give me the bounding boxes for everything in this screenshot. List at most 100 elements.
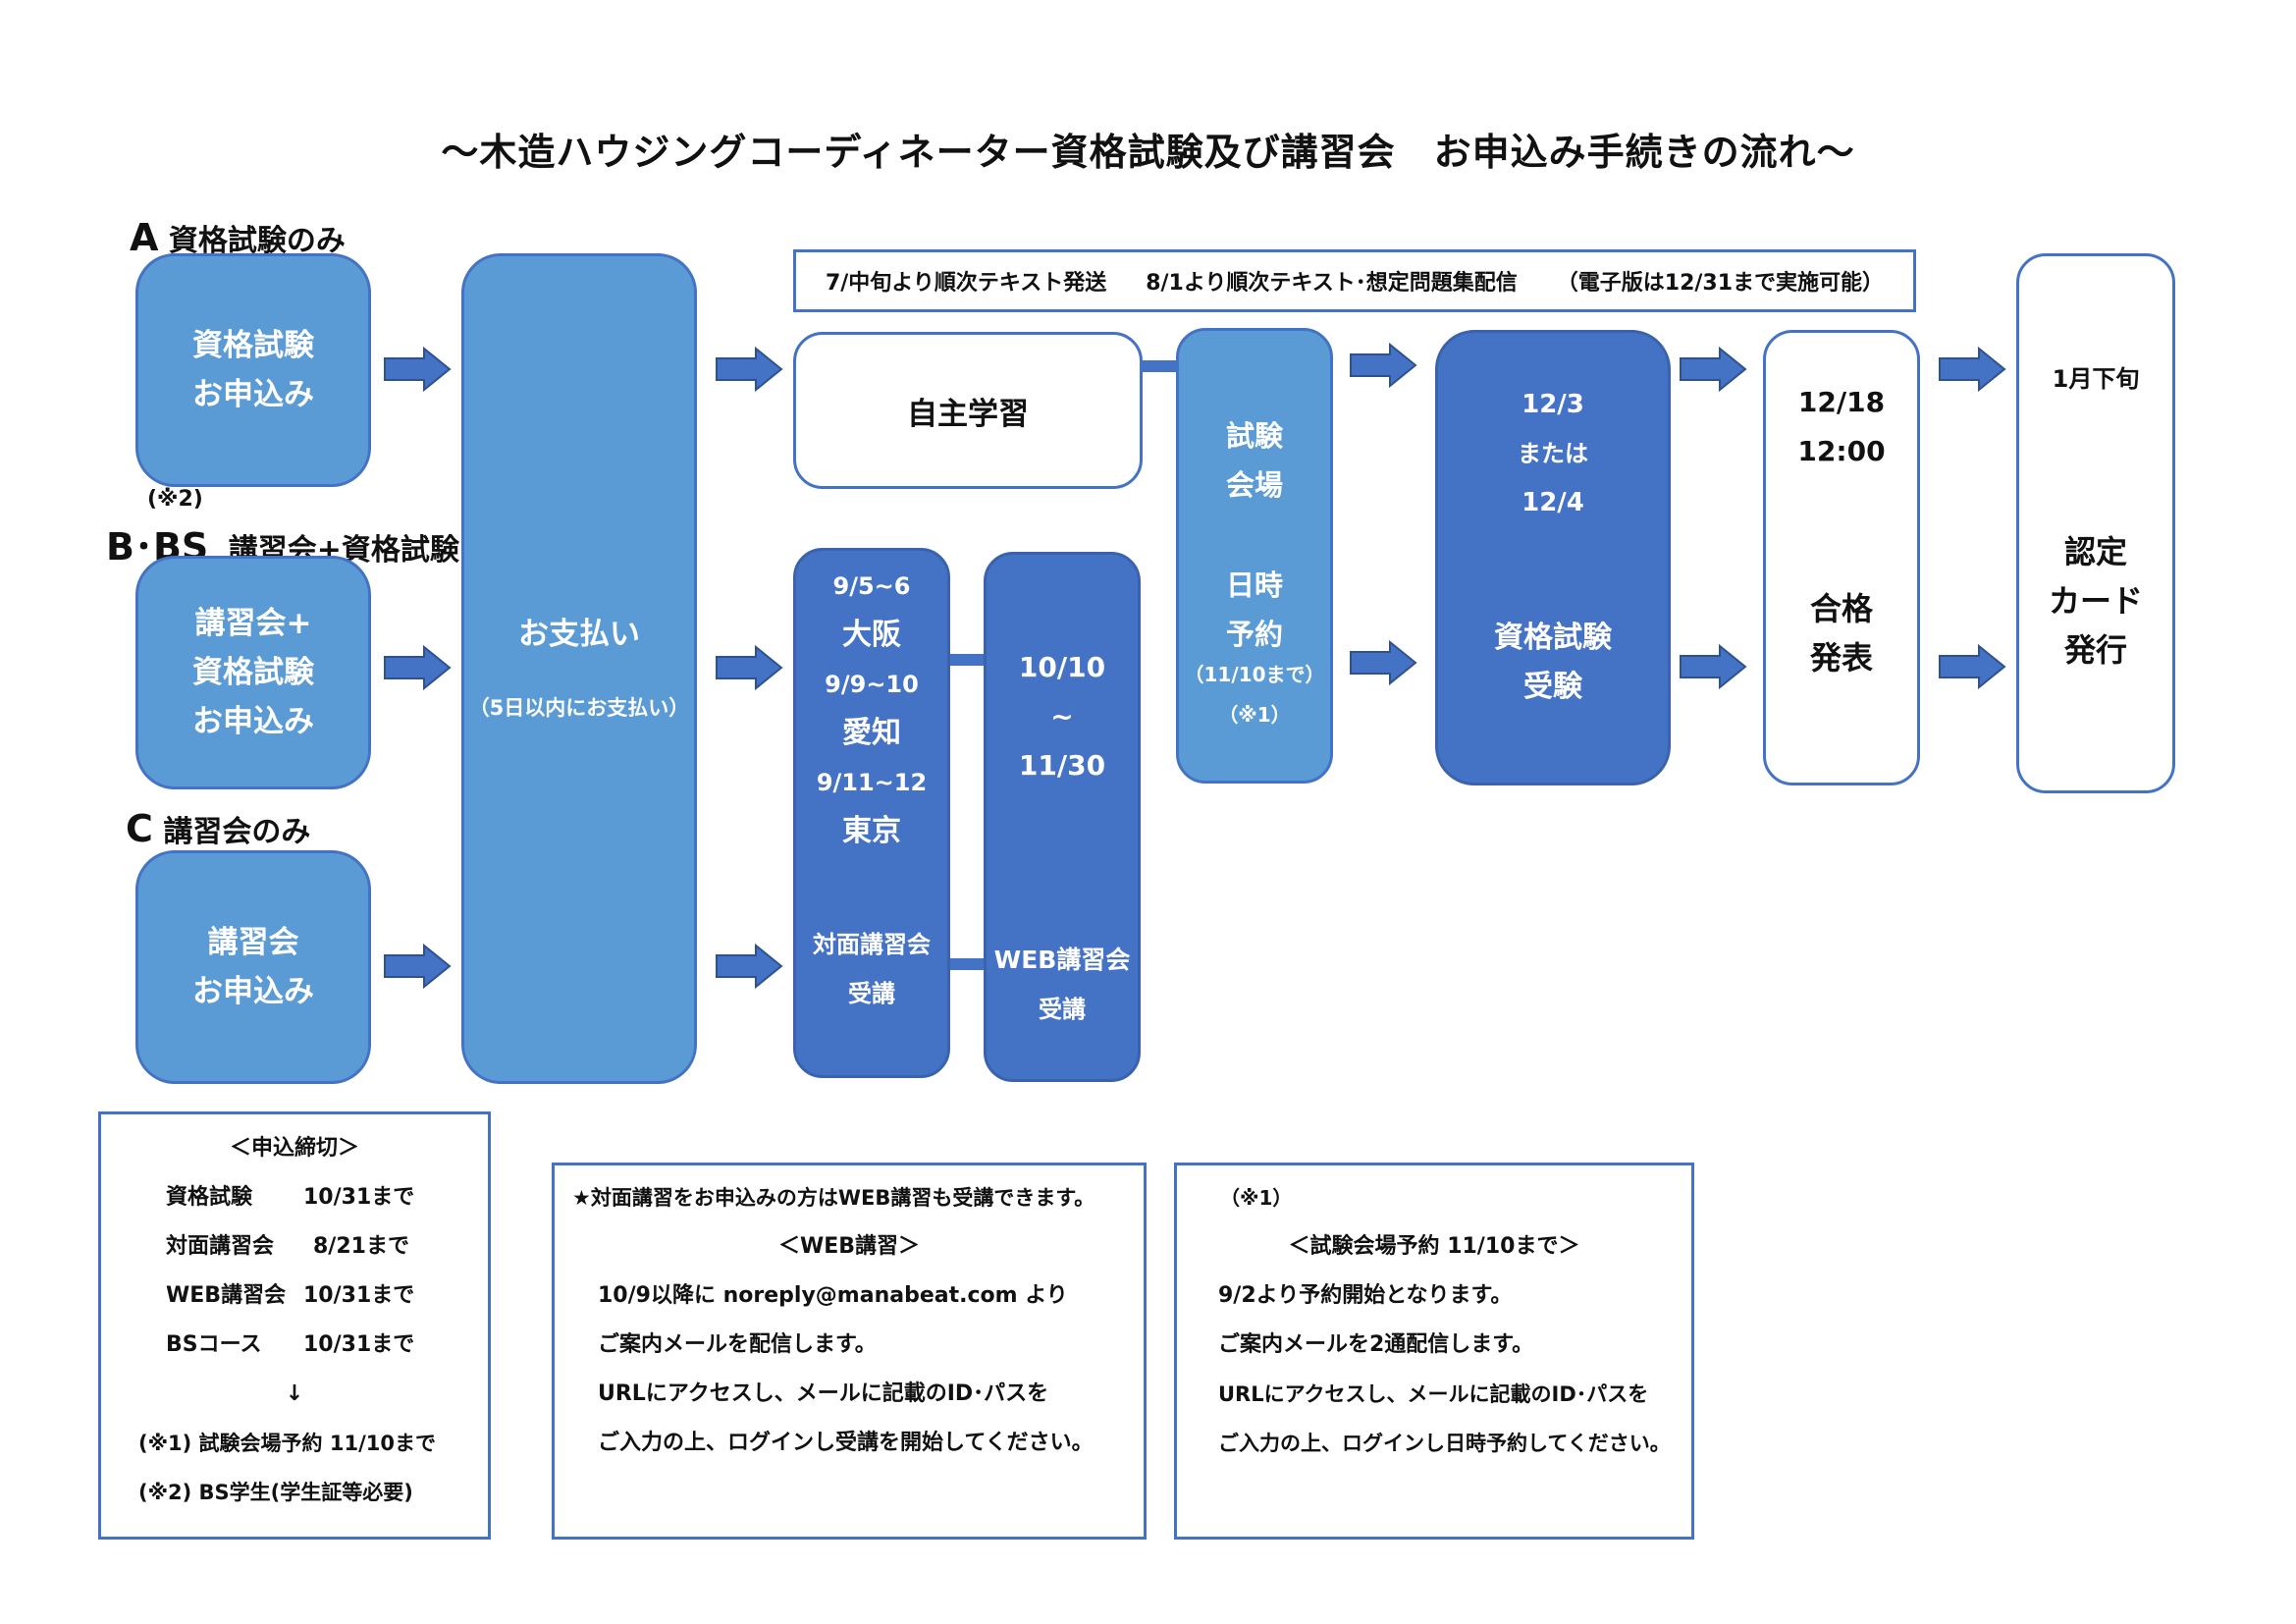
arrow-venue-exam-top — [1350, 344, 1416, 387]
venue-info-line3: URLにアクセスし、メールに記載のID･パスを — [1218, 1382, 1649, 1406]
arrow-result-card-bottom — [1939, 645, 2005, 688]
apply-b-line2: 資格試験 — [192, 655, 314, 690]
deadline-name: 資格試験 — [166, 1185, 253, 1210]
web-info-panel: ★対面講習をお申込みの方はWEB講習も受講できます。 ＜WEB講習＞ 10/9以… — [552, 1163, 1147, 1540]
deadline-date: 10/31まで — [303, 1332, 415, 1357]
label-a-letter: A — [130, 216, 159, 259]
venue-line3: 日時 — [1225, 568, 1283, 602]
deadline-row: BSコース 10/31まで — [101, 1321, 488, 1370]
apply-b-line3: お申込み — [192, 704, 314, 739]
apply-c-line2: お申込み — [192, 974, 314, 1009]
exam-date2: 12/4 — [1522, 488, 1584, 517]
self-study-box: 自主学習 — [793, 332, 1143, 489]
venue-info-note: （※1） — [1220, 1186, 1293, 1210]
venue-info-heading: ＜試験会場予約 11/10まで＞ — [1288, 1234, 1580, 1259]
deadline-name: BSコース — [166, 1332, 262, 1357]
arrow-payment-face-b — [716, 646, 782, 689]
text-delivery-banner: 7/中旬より順次テキスト発送 8/1より順次テキスト･想定問題集配信 （電子版は… — [793, 249, 1916, 312]
venue-info-line2: ご案内メールを2通配信します。 — [1218, 1332, 1534, 1357]
venue-info-panel: （※1） ＜試験会場予約 11/10まで＞ 9/2より予約開始となります。 ご案… — [1174, 1163, 1694, 1540]
exam-box: 12/3 または 12/4 資格試験 受験 — [1435, 330, 1671, 785]
card-date: 1月下旬 — [2052, 365, 2140, 393]
result-label1: 合格 — [1809, 590, 1873, 627]
deadline-arrow: ↓ — [285, 1381, 304, 1406]
arrow-payment-face-c — [716, 945, 782, 988]
osaka-label: 大阪 — [842, 618, 901, 652]
label-c-letter: C — [126, 807, 153, 850]
web-lecture-to: 11/30 — [1018, 749, 1106, 782]
osaka-date: 9/5~6 — [832, 572, 911, 600]
web-lecture-label2: 受講 — [1039, 996, 1086, 1023]
web-info-heading: ＜WEB講習＞ — [777, 1234, 921, 1259]
tokyo-label: 東京 — [842, 814, 901, 848]
arrow-exam-result-top — [1680, 348, 1746, 391]
web-info-intro: ★対面講習をお申込みの方はWEB講習も受講できます。 — [572, 1186, 1095, 1210]
payment-label: お支払い — [518, 617, 640, 652]
venue-deadline: （11/10まで） — [1184, 663, 1325, 686]
deadline-name: WEB講習会 — [166, 1283, 287, 1308]
deadline-note2: (※2) BS学生(学生証等必要) — [138, 1481, 413, 1504]
venue-line1: 試験 — [1225, 419, 1283, 453]
aichi-date: 9/9~10 — [825, 671, 919, 698]
deadline-name: 対面講習会 — [166, 1234, 275, 1259]
banner-part3: （電子版は12/31まで実施可能） — [1556, 271, 1885, 296]
banner-part1: 7/中旬より順次テキスト発送 — [825, 271, 1107, 296]
web-lecture-box: 10/10 ~ 11/30 WEB講習会 受講 — [984, 552, 1141, 1082]
venue-info-line1: 9/2より予約開始となります。 — [1218, 1283, 1513, 1308]
web-lecture-from: 10/10 — [1018, 651, 1106, 683]
banner-part2: 8/1より順次テキスト･想定問題集配信 — [1146, 271, 1518, 296]
connector-face-web-top — [950, 654, 984, 666]
web-lecture-tilde: ~ — [1050, 700, 1074, 732]
deadline-date: 10/31まで — [303, 1185, 415, 1210]
self-study-label: 自主学習 — [907, 396, 1029, 432]
apply-b-line1: 講習会+ — [194, 606, 312, 641]
venue-line2: 会場 — [1225, 468, 1283, 502]
apply-box-c: 講習会 お申込み — [135, 850, 371, 1084]
deadline-note1: (※1) 試験会場予約 11/10まで — [138, 1432, 436, 1455]
apply-a-line1: 資格試験 — [192, 328, 314, 363]
card-label2: カード — [2048, 582, 2143, 620]
arrow-venue-exam-bottom — [1350, 641, 1416, 684]
connector-face-web-bottom — [950, 958, 984, 970]
deadline-date: 8/21まで — [313, 1234, 409, 1259]
arrow-payment-self-study — [716, 348, 782, 391]
result-time: 12:00 — [1797, 435, 1886, 467]
web-info-line4: ご入力の上、ログインし受講を開始してください。 — [598, 1431, 1094, 1455]
face-lecture-label1: 対面講習会 — [813, 931, 931, 958]
exam-or: または — [1518, 440, 1588, 467]
arrow-apply-b-payment — [384, 646, 451, 689]
deadline-date: 10/31まで — [303, 1283, 415, 1308]
card-label1: 認定 — [2063, 533, 2127, 570]
result-box: 12/18 12:00 合格 発表 — [1763, 330, 1920, 785]
payment-sub: （5日以内にお支払い） — [468, 696, 690, 720]
venue-box: 試験 会場 日時 予約 （11/10まで） （※1） — [1176, 328, 1333, 784]
exam-label2: 受験 — [1523, 670, 1582, 704]
exam-date1: 12/3 — [1522, 390, 1584, 419]
deadline-heading: ＜申込締切＞ — [229, 1136, 359, 1161]
connector-self-study-venue — [1143, 360, 1176, 372]
apply-box-b: 講習会+ 資格試験 お申込み — [135, 556, 371, 789]
venue-info-line4: ご入力の上、ログインし日時予約してください。 — [1218, 1432, 1671, 1455]
label-b-note: (※2) — [147, 487, 203, 512]
arrow-exam-result-bottom — [1680, 645, 1746, 688]
deadline-row: 資格試験 10/31まで — [101, 1173, 488, 1222]
venue-note: （※1） — [1218, 703, 1291, 727]
face-lecture-box: 9/5~6 大阪 9/9~10 愛知 9/11~12 東京 対面講習会 受講 — [793, 548, 950, 1078]
deadline-row: WEB講習会 10/31まで — [101, 1272, 488, 1321]
label-c-text: 講習会のみ — [163, 815, 311, 849]
arrow-apply-a-payment — [384, 348, 451, 391]
label-a: A 資格試験のみ — [130, 216, 346, 259]
label-a-text: 資格試験のみ — [168, 224, 346, 258]
web-lecture-label1: WEB講習会 — [993, 946, 1131, 974]
web-info-line2: ご案内メールを配信します。 — [598, 1332, 877, 1357]
payment-box: お支払い （5日以内にお支払い） — [461, 253, 697, 1084]
aichi-label: 愛知 — [842, 716, 901, 750]
page-title: ～木造ハウジングコーディネーター資格試験及び講習会 お申込み手続きの流れ～ — [441, 131, 1855, 174]
exam-label1: 資格試験 — [1494, 621, 1612, 655]
tokyo-date: 9/11~12 — [816, 769, 928, 796]
result-date: 12/18 — [1797, 386, 1886, 418]
arrow-result-card-top — [1939, 348, 2005, 391]
apply-box-a: 資格試験 お申込み — [135, 253, 371, 487]
face-lecture-label2: 受講 — [848, 980, 895, 1007]
apply-c-line1: 講習会 — [207, 925, 299, 960]
